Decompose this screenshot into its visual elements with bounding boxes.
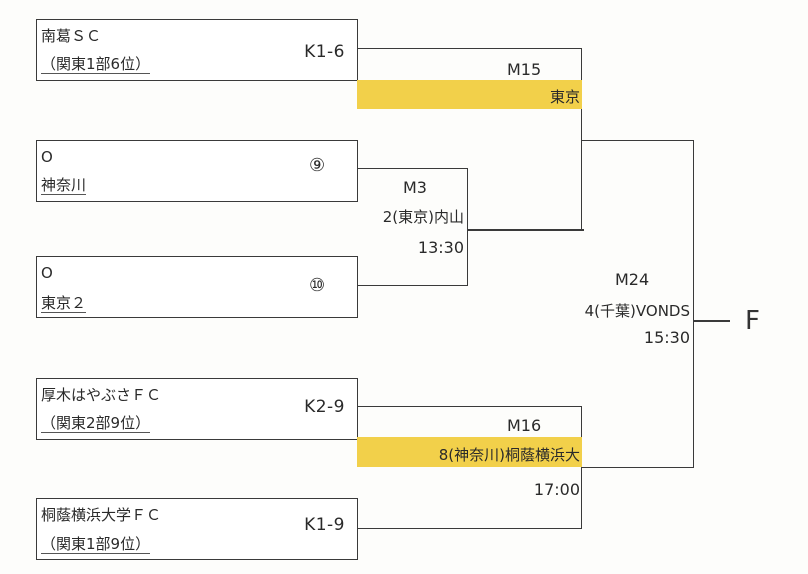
seed-number: ⑨ [309,155,326,176]
team-box-toin: 桐蔭横浜大学ＦＣ （関東1部9位） K1-9 [36,498,358,560]
team-league: （関東2部9位） [41,414,151,433]
seed-number: ⑩ [309,275,326,296]
connector-final [694,320,730,322]
match-venue-m24: 4(千葉)VONDS [584,302,690,320]
venue-highlight-m15 [357,80,582,109]
team-name: 厚木はやぶさＦＣ [41,386,162,404]
match-venue-m15: 東京 [549,88,580,106]
match-id-m24: M24 [615,270,650,289]
team-box-tokyo2: O 東京２ ⑩ [36,256,358,318]
league-code: K2-9 [304,397,345,417]
match-id-m16: M16 [507,416,542,435]
match-venue-m3: 2(東京)内山 [382,208,464,226]
team-region: 神奈川 [41,176,87,195]
match-box-m16 [357,406,582,529]
match-time-m24: 15:30 [643,328,690,347]
connector-m3-m15 [468,229,584,231]
team-league: （関東1部9位） [41,535,151,554]
team-league: （関東1部6位） [41,55,151,74]
team-box-nankatsu: 南葛ＳＣ （関東1部6位） K1-6 [36,19,358,81]
match-time-m3: 13:30 [417,238,464,257]
match-id-m3: M3 [403,178,427,197]
venue-highlight-m16 [357,437,582,467]
match-time-m16: 17:00 [533,480,580,499]
team-name: O [41,148,53,166]
league-code: K1-9 [304,515,345,535]
match-box-m24 [582,140,694,468]
final-label: F [745,306,760,336]
team-box-kanagawa: O 神奈川 ⑨ [36,140,358,202]
team-region: 東京２ [41,294,87,313]
team-box-atsugi: 厚木はやぶさＦＣ （関東2部9位） K2-9 [36,378,358,440]
team-name: O [41,264,53,282]
team-name: 桐蔭横浜大学ＦＣ [41,506,162,524]
match-box-m15 [357,48,582,230]
match-id-m15: M15 [507,60,542,79]
match-box-m3 [357,168,468,286]
team-name: 南葛ＳＣ [41,27,102,45]
match-venue-m16: 8(神奈川)桐蔭横浜大 [438,446,580,464]
league-code: K1-6 [304,42,345,62]
